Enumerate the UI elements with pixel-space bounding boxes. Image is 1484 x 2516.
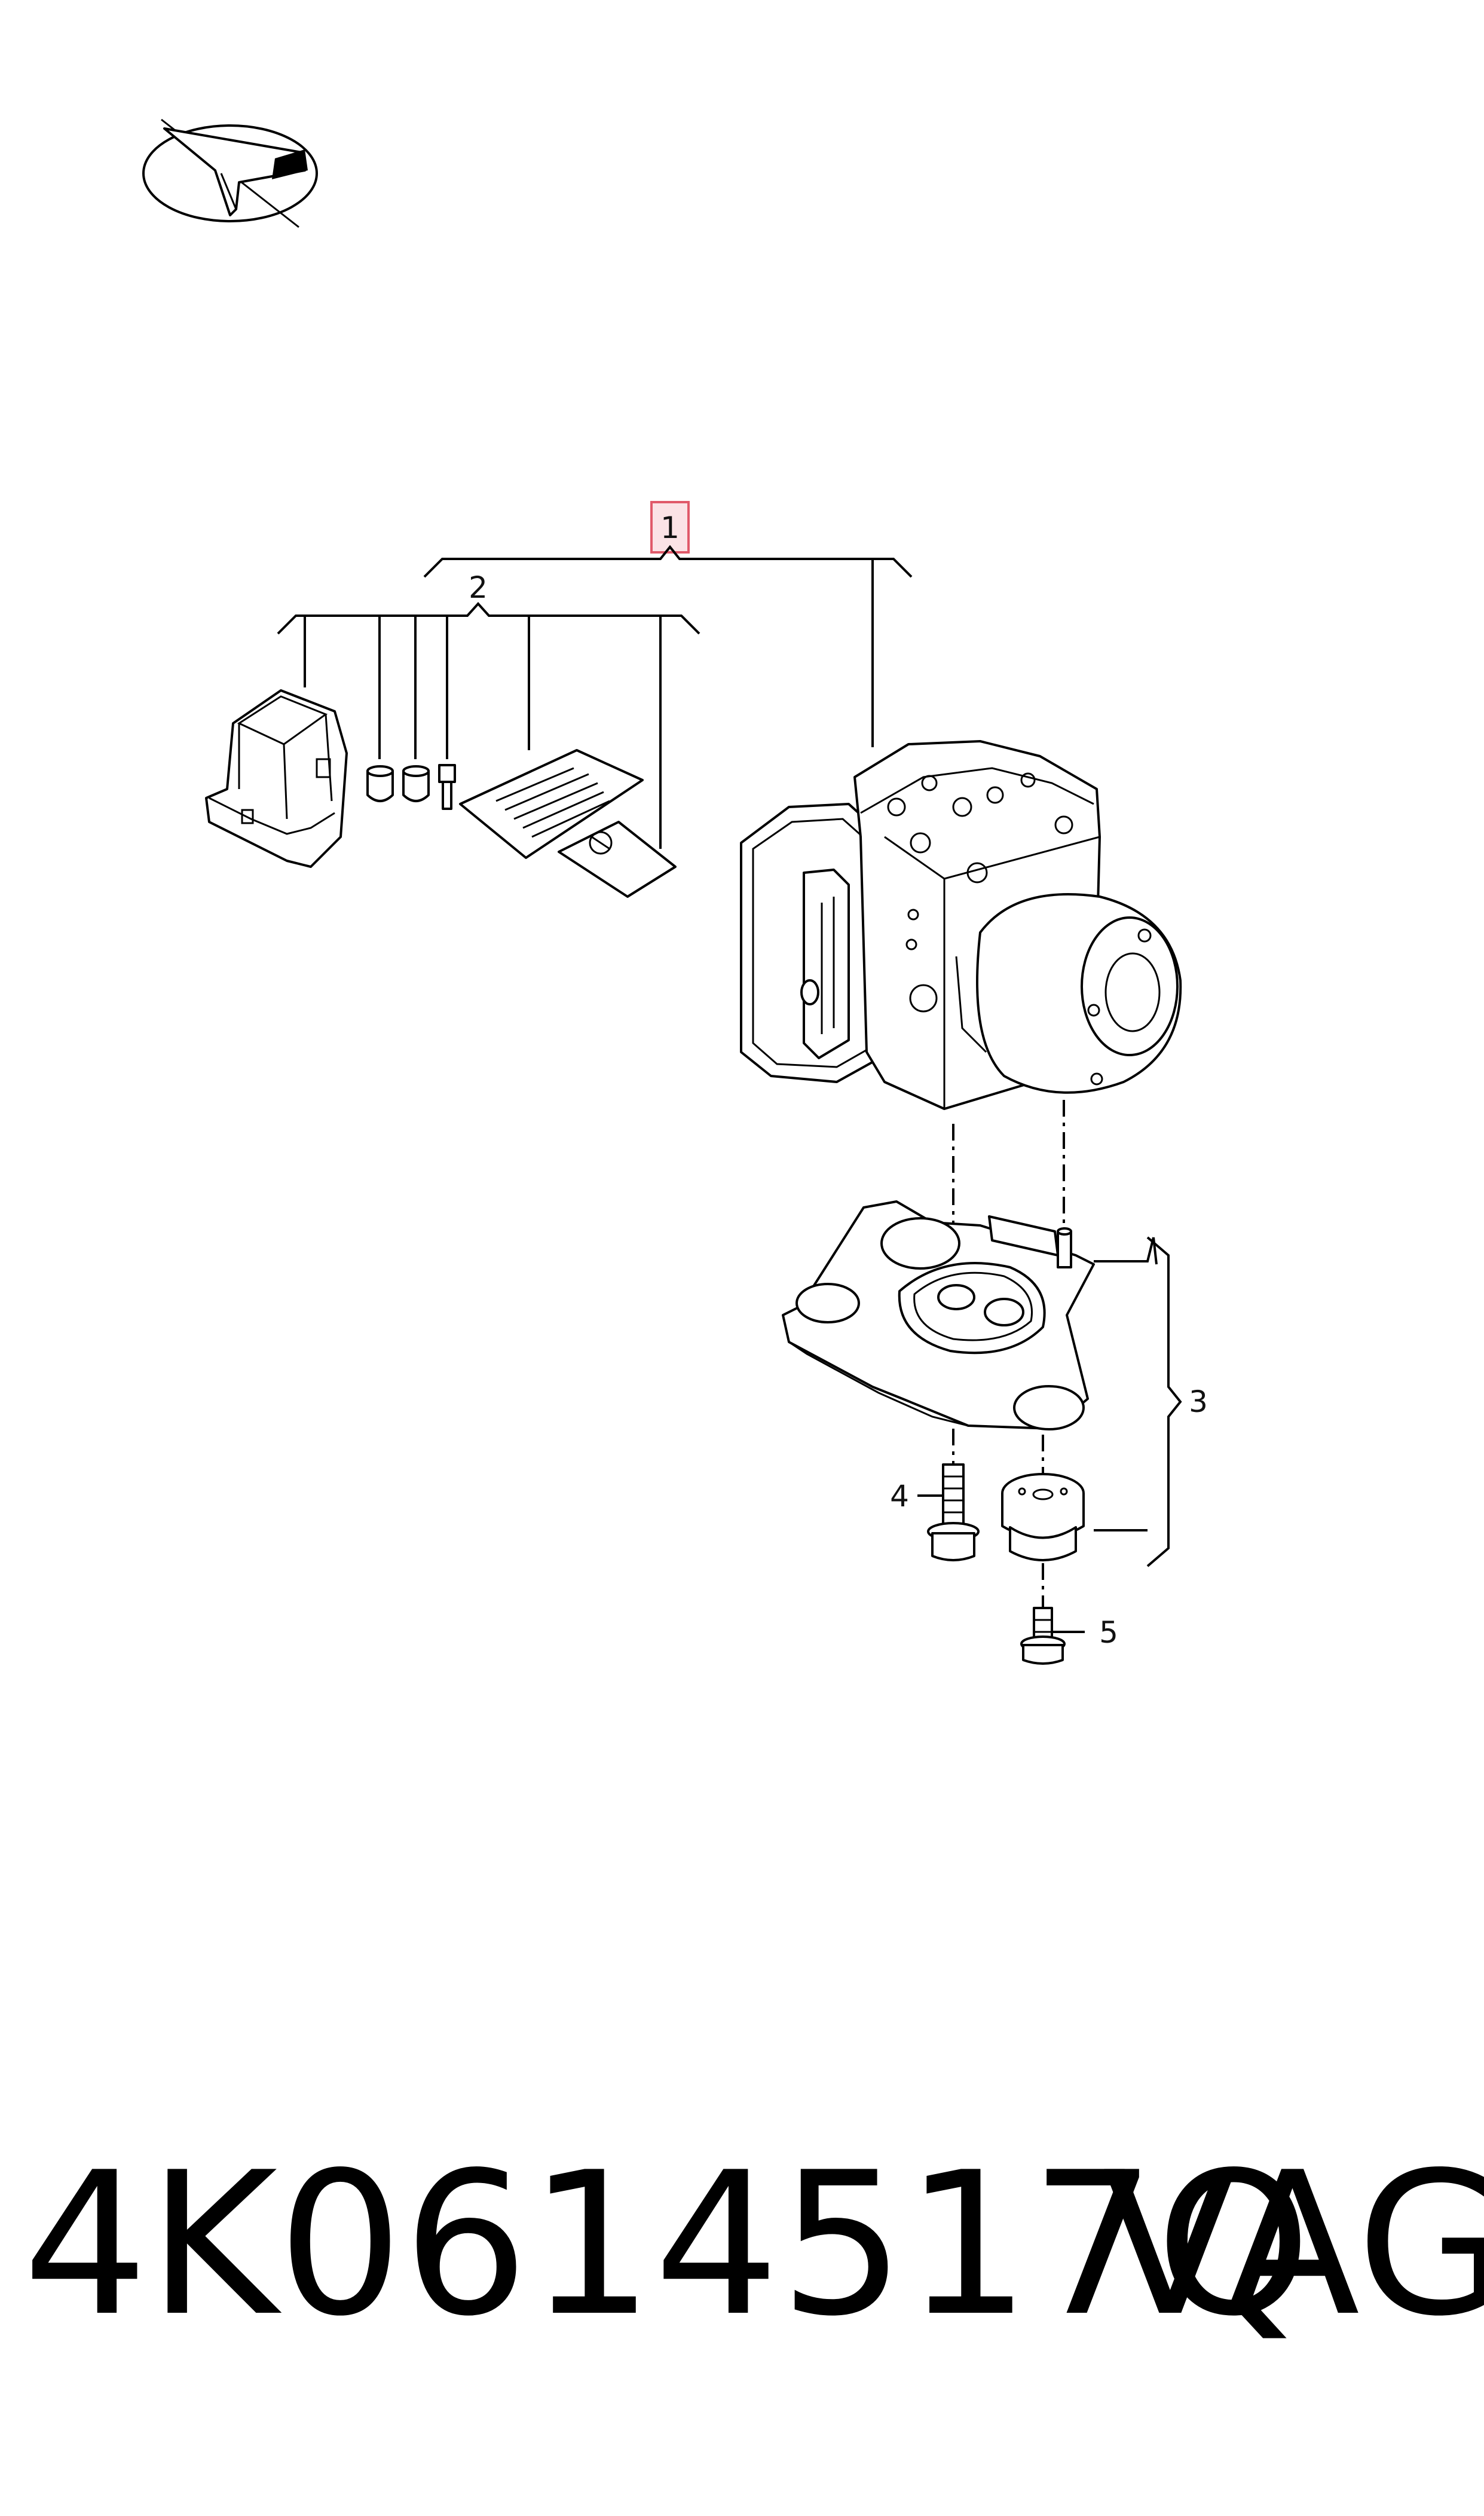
bracket-1 bbox=[423, 545, 913, 747]
callout-4-label[interactable]: 4 bbox=[890, 1479, 909, 1514]
abs-control-module bbox=[205, 689, 348, 868]
rubber-mount bbox=[1001, 1473, 1085, 1561]
mount-bolt bbox=[1020, 1607, 1066, 1665]
plug-1 bbox=[366, 765, 394, 802]
callout-3-label[interactable]: 3 bbox=[1189, 1384, 1208, 1419]
callout-1-highlight bbox=[650, 501, 690, 554]
mounting-bracket bbox=[782, 1200, 1095, 1430]
callout-1[interactable]: 1 bbox=[650, 501, 690, 554]
plug-2 bbox=[402, 765, 430, 802]
bracket-2 bbox=[277, 602, 700, 849]
callout-1-label: 1 bbox=[660, 510, 680, 545]
small-screw bbox=[438, 764, 456, 810]
callout-5-label[interactable]: 5 bbox=[1099, 1615, 1118, 1650]
abs-hydraulic-unit bbox=[740, 740, 1182, 1110]
instruction-sheet bbox=[459, 749, 644, 859]
hex-flange-bolt bbox=[927, 1463, 980, 1561]
brand-name: VAG bbox=[1103, 2130, 1484, 2359]
paper-plane-logo-icon bbox=[142, 118, 318, 228]
label-sticker bbox=[558, 821, 677, 898]
part-number: 4K0614517Q bbox=[23, 2130, 1311, 2359]
callout-2-label[interactable]: 2 bbox=[469, 570, 488, 605]
bracket-3 bbox=[1094, 1236, 1182, 1567]
